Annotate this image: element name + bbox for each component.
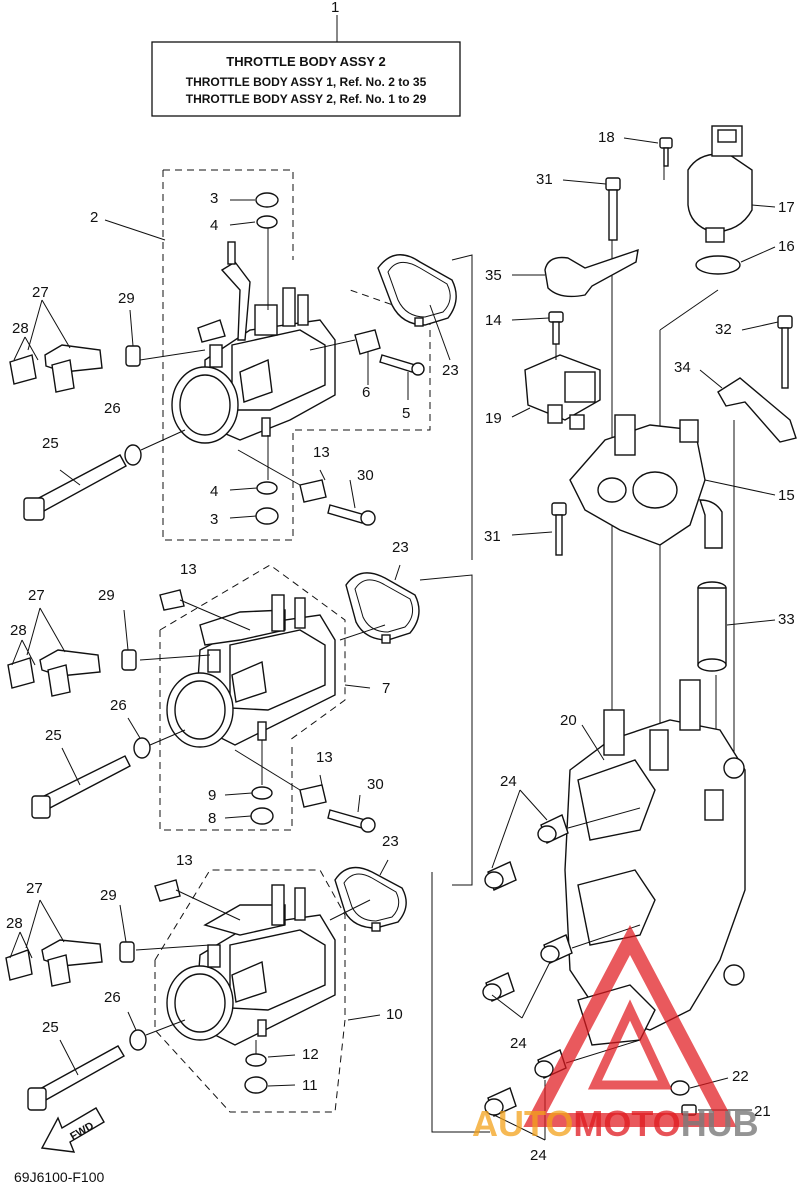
callout-13d: 13 [176,852,193,869]
callout-26b: 26 [110,697,127,714]
callout-25c: 25 [42,1019,59,1036]
callout-25b: 25 [45,727,62,744]
callout-23b: 23 [392,539,409,556]
callout-23a: 23 [442,362,459,379]
callout-5: 5 [402,405,410,422]
callout-22: 22 [732,1068,749,1085]
throttle-body-1 [9,169,457,541]
callout-11: 11 [302,1077,318,1094]
title-box [151,41,461,117]
throttle-body-2 [7,564,420,833]
callout-30a: 30 [357,467,374,484]
callout-24b: 24 [510,1035,527,1052]
callout-31a: 31 [536,171,553,188]
callout-3b: 3 [210,511,218,528]
callout-26c: 26 [104,989,121,1006]
title-line-2: THROTTLE BODY ASSY 1, Ref. No. 2 to 35 [186,75,427,89]
callout-31b: 31 [484,528,501,545]
callout-4a: 4 [210,217,218,234]
callout-32: 32 [715,321,732,338]
callout-24c: 24 [530,1147,547,1164]
watermark-logo [523,925,737,1127]
callout-3a: 3 [210,190,218,207]
callout-27a: 27 [32,284,49,301]
callout-14: 14 [485,312,502,329]
callout-27c: 27 [26,880,43,897]
callout-25a: 25 [42,435,59,452]
callout-10: 10 [386,1006,403,1023]
callout-34: 34 [674,359,691,376]
callout-17: 17 [778,199,795,216]
callout-12: 12 [302,1046,319,1063]
callout-24a: 24 [500,773,517,790]
fwd-arrow-icon [40,1107,105,1153]
title-line-3: THROTTLE BODY ASSY 2, Ref. No. 1 to 29 [186,92,427,106]
callout-4b: 4 [210,483,218,500]
callout-13a: 13 [313,444,330,461]
callout-18: 18 [598,129,615,146]
callout-6: 6 [362,384,370,401]
callout-15: 15 [778,487,795,504]
callout-1: 1 [331,0,339,16]
diagram-code: 69J6100-F100 [14,1169,105,1185]
callout-2: 2 [90,209,98,226]
callout-13b: 13 [180,561,197,578]
callout-21: 21 [754,1103,771,1120]
callout-28c: 28 [6,915,23,932]
callout-29c: 29 [100,887,117,904]
callout-20: 20 [560,712,577,729]
callout-28b: 28 [10,622,27,639]
callout-29b: 29 [98,587,115,604]
callout-28a: 28 [12,320,29,337]
callout-30b: 30 [367,776,384,793]
callout-19: 19 [485,410,502,427]
callout-16: 16 [778,238,795,255]
throttle-body-3 [5,859,407,1113]
callout-27b: 27 [28,587,45,604]
watermark-auto: AUTOMOTOHUB [472,1103,759,1144]
title-line-1: THROTTLE BODY ASSY 2 [226,54,385,69]
callout-33: 33 [778,611,795,628]
callout-7: 7 [382,680,390,697]
callout-26a: 26 [104,400,121,417]
callout-35: 35 [485,267,502,284]
callout-29a: 29 [118,290,135,307]
callout-8: 8 [208,810,216,827]
callout-23c: 23 [382,833,399,850]
callout-9: 9 [208,787,216,804]
callout-13c: 13 [316,749,333,766]
